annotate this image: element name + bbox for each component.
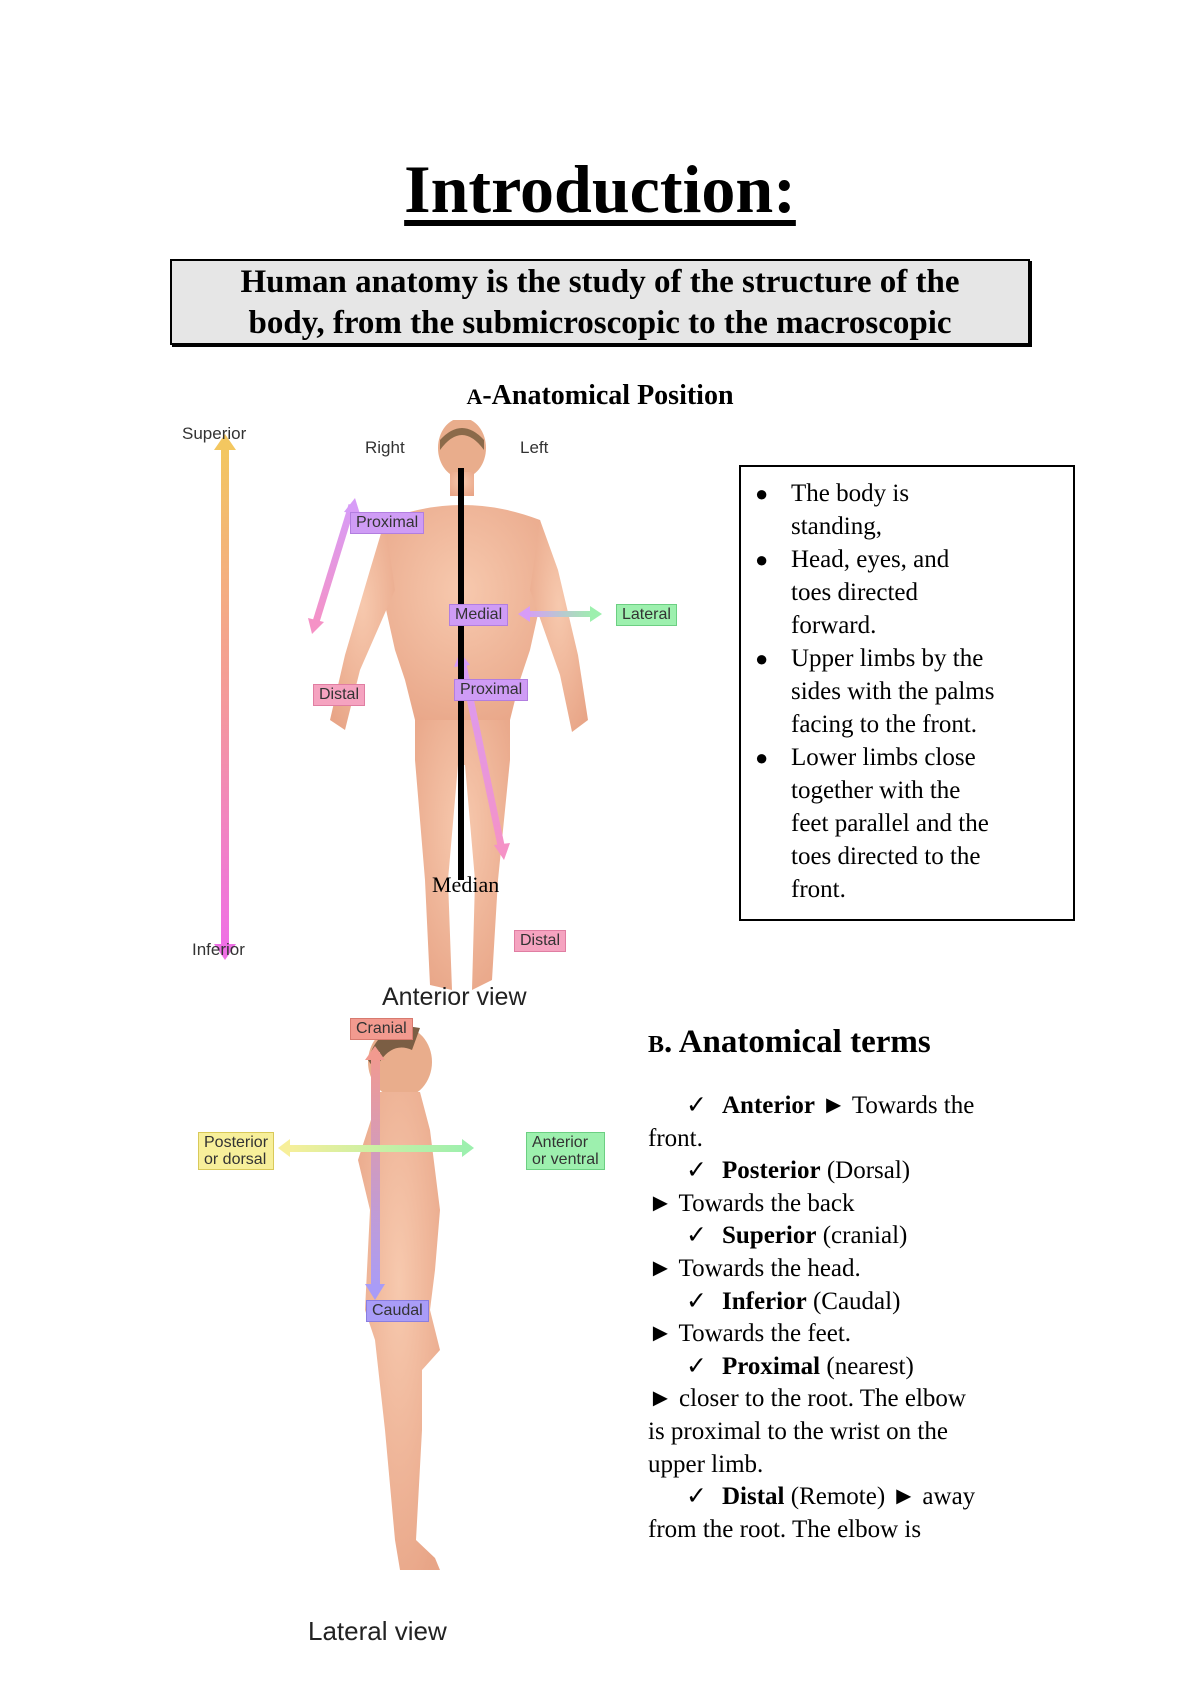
anatomical-terms-list: ✓Anterior ► Towards the front. ✓Posterio… <box>648 1090 1028 1546</box>
term-description: ► Towards the feet. <box>648 1320 852 1348</box>
check-icon: ✓ <box>686 1157 707 1185</box>
term-description: ► Towards the back <box>648 1189 855 1217</box>
tag-medial: Medial <box>449 604 509 626</box>
bullet-icon: ● <box>755 547 769 572</box>
check-icon: ✓ <box>686 1352 707 1380</box>
term-anterior: ✓Anterior ► Towards the <box>648 1090 1028 1123</box>
page-title: Introduction: <box>404 151 796 227</box>
check-icon: ✓ <box>686 1483 707 1511</box>
lateral-body-illustration <box>278 1026 474 1570</box>
term-description: ► closer to the root. The elbow <box>648 1385 966 1413</box>
term-description: is proximal to the wrist on the <box>648 1417 948 1445</box>
term-description: front. <box>648 1124 703 1152</box>
bullet-icon: ● <box>755 646 769 671</box>
inferior-label: Inferior <box>192 940 245 959</box>
definition-box: Human anatomy is the study of the struct… <box>170 259 1030 345</box>
tag-proximal-arm: Proximal <box>350 512 425 534</box>
tag-lateral: Lateral <box>616 604 677 626</box>
tag-distal-leg: Distal <box>514 930 567 952</box>
median-label: Median <box>432 872 500 897</box>
check-icon: ✓ <box>686 1222 707 1250</box>
tag-proximal-leg: Proximal <box>454 679 529 701</box>
tag-distal-arm: Distal <box>313 684 366 706</box>
superior-label: Superior <box>182 424 247 443</box>
term-proximal: ✓Proximal (nearest) <box>648 1351 1028 1384</box>
term-posterior: ✓Posterior (Dorsal) <box>648 1155 1028 1188</box>
left-label: Left <box>520 438 549 457</box>
term-distal: ✓Distal (Remote) ► away <box>648 1481 1028 1514</box>
bullet-icon: ● <box>755 745 769 770</box>
term-inferior: ✓Inferior (Caudal) <box>648 1286 1028 1319</box>
section-b-heading: B. Anatomical terms <box>648 1024 931 1060</box>
term-description: from the root. The elbow is <box>648 1515 922 1543</box>
tag-caudal: Caudal <box>366 1300 429 1322</box>
tag-cranial: Cranial <box>350 1018 413 1040</box>
check-icon: ✓ <box>686 1092 707 1119</box>
term-description: upper limb. <box>648 1450 764 1478</box>
section-a-heading: A-Anatomical Position <box>466 380 734 411</box>
definition-line: body, from the submicroscopic to the mac… <box>248 305 952 341</box>
term-superior: ✓Superior (cranial) <box>648 1220 1028 1253</box>
term-description: ► Towards the head. <box>648 1254 861 1282</box>
anterior-view-caption: Anterior view <box>382 983 527 1011</box>
bullet-icon: ● <box>755 481 769 506</box>
anterior-body-illustration <box>214 418 602 990</box>
definition-line: Human anatomy is the study of the struct… <box>240 264 960 300</box>
anterior-view-figure: Superior Inferior Right Left Proximal Di… <box>180 418 700 1020</box>
check-icon: ✓ <box>686 1287 707 1315</box>
lateral-view-caption: Lateral view <box>308 1616 447 1646</box>
right-label: Right <box>365 438 405 457</box>
